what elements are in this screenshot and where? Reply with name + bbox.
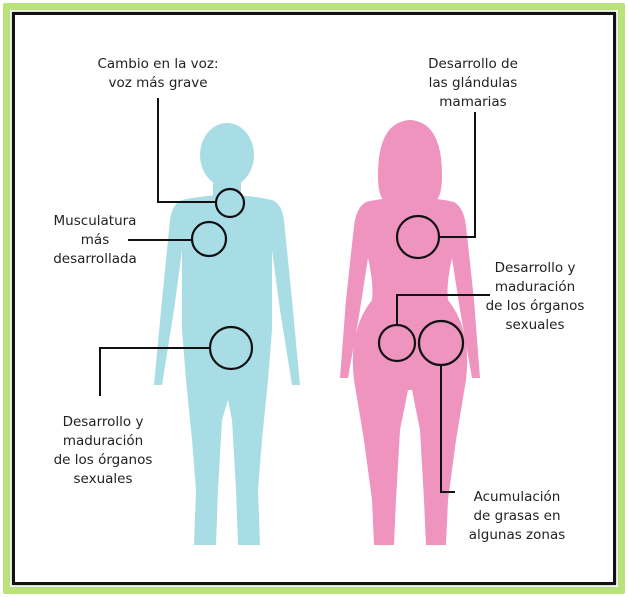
fat-line	[440, 365, 455, 493]
green-border	[3, 3, 625, 594]
black-border	[12, 12, 616, 585]
label-voice-change: Cambio en la voz: voz más grave	[97, 56, 219, 91]
female-organs-line	[396, 294, 490, 325]
label-female-sexual-organs: Desarrollo y maduración de los órganos s…	[485, 260, 585, 333]
label-musculature: Musculatura más desarrollada	[53, 213, 137, 267]
male-silhouette	[154, 123, 300, 545]
mammary-line	[439, 112, 476, 238]
label-mammary-glands: Desarrollo de las glándulas mamarias	[428, 56, 518, 110]
highlight-circles	[190, 187, 465, 371]
voice-line	[157, 98, 216, 203]
male-organs-line	[99, 347, 210, 396]
female-silhouette	[340, 120, 480, 545]
leader-lines	[99, 98, 490, 493]
label-fat-accumulation: Acumulación de grasas en algunas zonas	[468, 489, 566, 543]
label-male-sexual-organs: Desarrollo y maduración de los órganos s…	[53, 414, 153, 487]
